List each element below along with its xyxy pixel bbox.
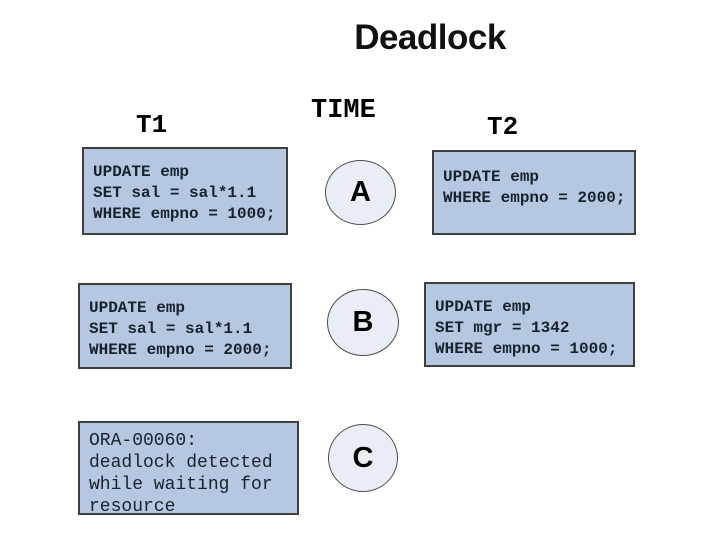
t1-step-c-ora-error-box: ORA-00060: deadlock detected while waiti… xyxy=(78,421,299,515)
time-marker-a: A xyxy=(325,160,396,225)
time-marker-b-label: B xyxy=(352,306,374,338)
t2-step-b-sql-box: UPDATE emp SET mgr = 1342 WHERE empno = … xyxy=(424,282,635,367)
t2-step-a-sql-box: UPDATE emp WHERE empno = 2000; xyxy=(432,150,636,235)
time-marker-a-label: A xyxy=(350,176,371,208)
time-marker-c-label: C xyxy=(352,441,374,474)
t1-step-b-sql-box: UPDATE emp SET sal = sal*1.1 WHERE empno… xyxy=(78,283,292,369)
time-axis-label: TIME xyxy=(311,96,376,126)
time-marker-c: C xyxy=(328,424,398,492)
transaction-1-column-label: T1 xyxy=(136,110,168,140)
t1-step-a-sql-box: UPDATE emp SET sal = sal*1.1 WHERE empno… xyxy=(82,147,288,235)
time-marker-b: B xyxy=(327,289,399,356)
page-title: Deadlock xyxy=(354,18,506,57)
transaction-2-column-label: T2 xyxy=(487,112,519,142)
